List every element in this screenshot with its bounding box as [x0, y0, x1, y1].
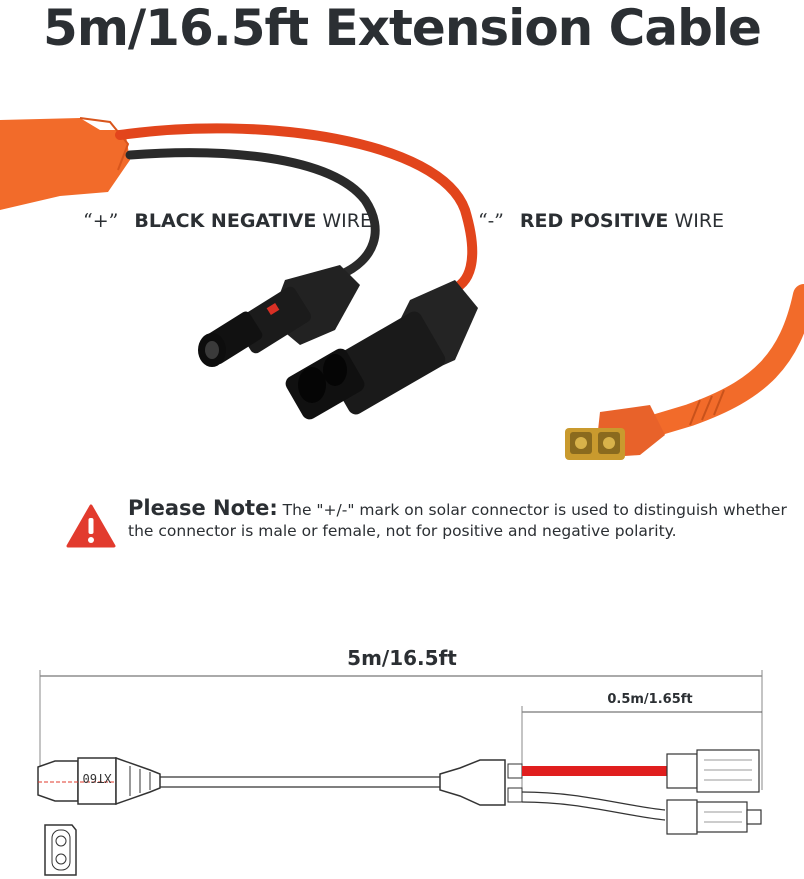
solar-connector-female — [285, 280, 478, 420]
xt60-plug — [565, 405, 665, 460]
xt60-face-icon — [44, 824, 77, 876]
xt60-diagram — [37, 756, 161, 806]
solar-connector-male — [198, 265, 360, 367]
note-text: Please Note: The "+/-" mark on solar con… — [128, 496, 787, 541]
mc4-diagram-bottom — [666, 799, 762, 835]
product-photo — [0, 117, 804, 460]
red-wire-label: “-”RED POSITIVE WIRE — [478, 210, 725, 232]
page-title: 5m/16.5ft Extension Cable — [43, 0, 762, 57]
cable-diagram: XT60 — [37, 670, 763, 876]
warning-icon — [66, 504, 116, 548]
xt60-mark: XT60 — [83, 771, 112, 785]
mc4-diagram-top — [666, 749, 760, 793]
black-wire-label: “+”BLACK NEGATIVE WIRE — [83, 210, 372, 232]
branch-length-label: 0.5m/1.65ft — [607, 692, 693, 707]
total-length-label: 5m/16.5ft — [347, 646, 457, 670]
